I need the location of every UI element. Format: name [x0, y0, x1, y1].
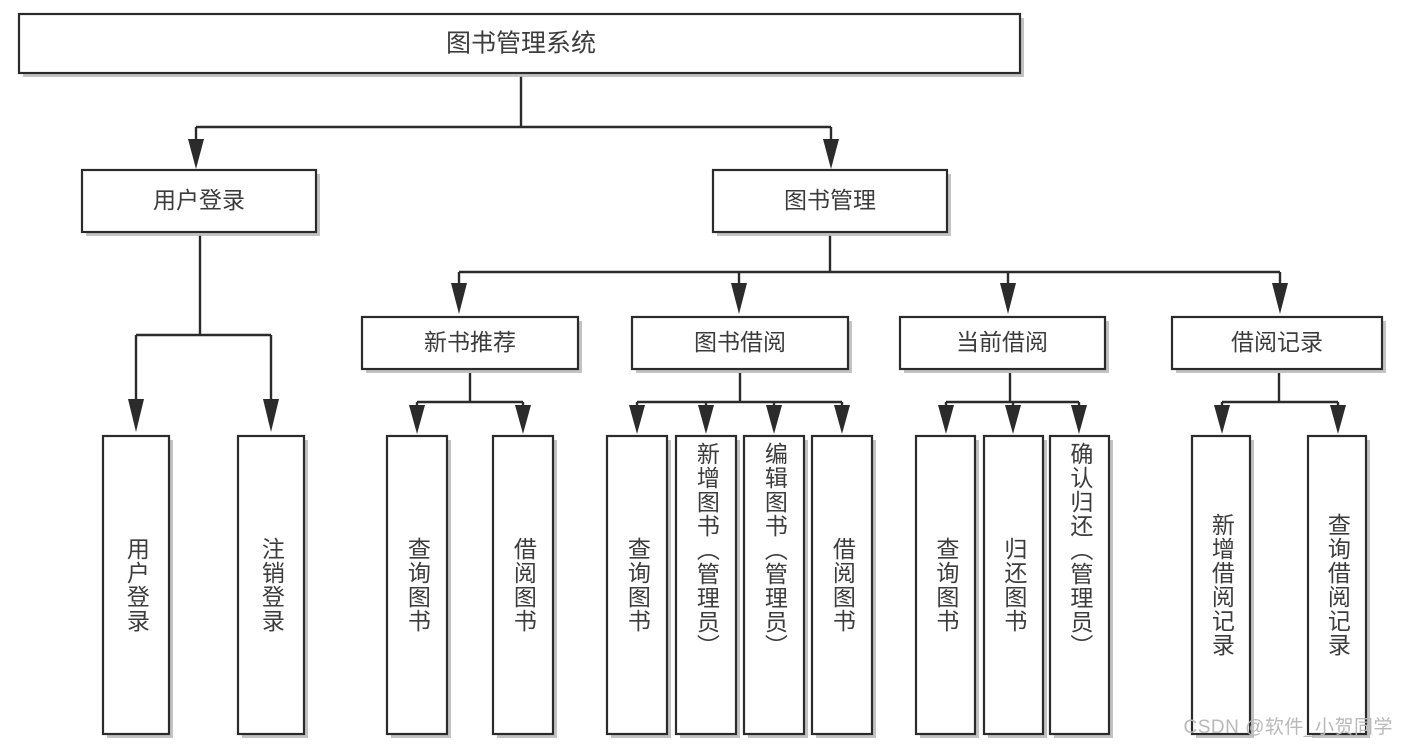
node-box-leaf-confirm-return[interactable]	[1048, 434, 1111, 736]
arrow-head-leaf-confirm-return	[1071, 405, 1087, 434]
node-box-leaf-edit-book[interactable]	[742, 434, 806, 736]
arrow-head-current-borrow	[1000, 283, 1016, 314]
arrow-head-borrow-record	[1272, 283, 1288, 314]
node-box-leaf-user-logout[interactable]	[236, 434, 306, 736]
arrow-head-user-login	[188, 139, 204, 169]
arrow-head-leaf-borrow-book-1	[515, 405, 531, 434]
node-box-book-manage[interactable]	[711, 168, 949, 234]
node-box-leaf-return-book[interactable]	[982, 434, 1045, 736]
node-label-new-book-recommend: 新书推荐	[424, 329, 516, 355]
node-box-borrow-record[interactable]	[1170, 315, 1384, 371]
arrow-head-new-book-recommend	[451, 283, 467, 314]
arrow-head-leaf-query-book-2	[629, 405, 645, 434]
node-box-leaf-user-login[interactable]	[101, 434, 171, 736]
node-box-book-borrow[interactable]	[630, 315, 850, 371]
node-label-current-borrow: 当前借阅	[956, 329, 1048, 355]
node-label-borrow-record: 借阅记录	[1231, 329, 1323, 355]
node-box-root[interactable]	[17, 12, 1022, 75]
arrow-head-leaf-query-book-1	[409, 405, 425, 434]
node-label-book-manage: 图书管理	[784, 187, 876, 213]
node-box-user-login[interactable]	[80, 168, 318, 234]
node-label-book-borrow: 图书借阅	[694, 329, 786, 355]
arrow-head-leaf-borrow-book-2	[834, 405, 850, 434]
node-box-leaf-query-book-2[interactable]	[605, 434, 669, 736]
node-box-new-book-recommend[interactable]	[360, 315, 580, 371]
node-layer: 图书管理系统 用户登录 图书管理 新书推荐 图书借阅 当前借阅 借阅记录	[17, 12, 1386, 738]
arrow-head-leaf-return-book	[1005, 405, 1021, 434]
node-box-leaf-borrow-book-2[interactable]	[810, 434, 874, 736]
node-box-leaf-add-record[interactable]	[1190, 434, 1252, 736]
arrow-head-leaf-user-login	[128, 399, 144, 432]
node-box-leaf-add-book[interactable]	[674, 434, 738, 736]
arrow-head-book-borrow	[731, 283, 747, 314]
arrow-head-leaf-query-record	[1330, 405, 1346, 434]
arrow-head-leaf-user-logout	[263, 399, 279, 432]
node-box-leaf-query-record[interactable]	[1306, 434, 1368, 736]
node-box-current-borrow[interactable]	[898, 315, 1107, 371]
node-box-leaf-query-book-3[interactable]	[914, 434, 977, 736]
node-label-root: 图书管理系统	[446, 30, 596, 58]
connector-layer	[128, 76, 1346, 434]
node-box-leaf-query-book-1[interactable]	[385, 434, 449, 736]
arrow-head-leaf-add-book	[698, 405, 714, 434]
arrow-head-book-manage	[823, 139, 839, 169]
node-box-leaf-borrow-book-1[interactable]	[491, 434, 555, 736]
arrow-head-leaf-query-book-3	[938, 405, 954, 434]
arrow-head-leaf-add-record	[1214, 405, 1230, 434]
arrow-head-leaf-edit-book	[766, 405, 782, 434]
node-label-user-login: 用户登录	[153, 187, 245, 213]
